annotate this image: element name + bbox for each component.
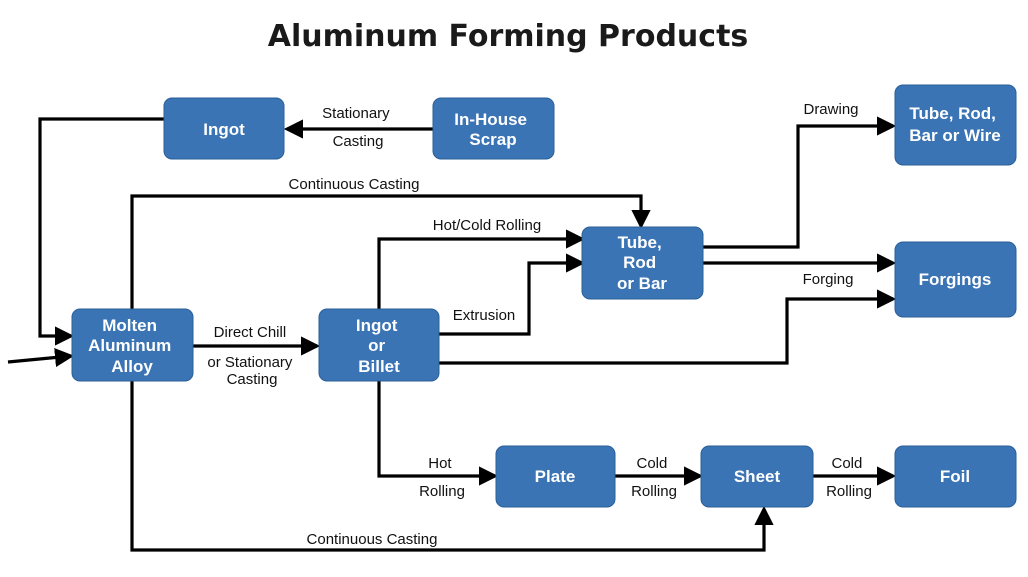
svg-text:In-House Scrap: In-House Scrap bbox=[454, 110, 531, 149]
svg-text:Ingot: Ingot bbox=[203, 120, 245, 139]
node-forgings: Forgings bbox=[894, 241, 1017, 318]
node-ingot-or-billet: Ingot or Billet bbox=[318, 308, 440, 382]
node-label: Tube, Rod, bbox=[909, 104, 996, 123]
node-label: Scrap bbox=[469, 130, 516, 149]
node-label: Alloy bbox=[111, 357, 153, 376]
node-label: In-House bbox=[454, 110, 527, 129]
svg-text:Foil: Foil bbox=[940, 467, 970, 486]
connector-continuous-casting-bottom bbox=[130, 381, 774, 552]
label-stationary-casting: Stationary Casting bbox=[322, 105, 394, 150]
node-ingot-top: Ingot bbox=[163, 97, 285, 160]
label-continuous-casting-bottom: Continuous Casting bbox=[307, 531, 438, 548]
node-label: or bbox=[368, 336, 385, 355]
label-direct-chill: Direct Chill or Stationary Casting bbox=[207, 324, 296, 388]
svg-text:Tube, Rod, Bar or Wire: Tube, Rod, Bar or Wire bbox=[909, 104, 1000, 145]
node-label: Ingot bbox=[203, 120, 245, 139]
connector-input-to-molten-alloy bbox=[7, 347, 75, 368]
connector-extrusion bbox=[439, 253, 586, 336]
svg-text:Molten Aluminum Al: Molten Aluminum Alloy bbox=[88, 316, 176, 376]
node-label: Sheet bbox=[734, 467, 781, 486]
diagram-title: Aluminum Forming Products bbox=[268, 19, 749, 54]
svg-text:Forgings: Forgings bbox=[919, 270, 992, 289]
node-label: Forgings bbox=[919, 270, 992, 289]
connector-drawing bbox=[703, 116, 897, 249]
label-forging: Forging bbox=[803, 271, 854, 288]
node-foil: Foil bbox=[894, 445, 1017, 508]
connectors bbox=[7, 116, 897, 552]
node-in-house-scrap: In-House Scrap bbox=[432, 97, 555, 160]
connector-hot-cold-rolling bbox=[377, 229, 586, 309]
node-label: Tube, bbox=[618, 233, 662, 252]
node-label: Ingot bbox=[356, 316, 398, 335]
connector-continuous-casting-top bbox=[130, 194, 651, 309]
node-plate: Plate bbox=[495, 445, 616, 508]
node-label: or Bar bbox=[617, 274, 667, 293]
svg-text:Tube, Rod or Bar: Tube, Rod or Bar bbox=[617, 233, 667, 293]
svg-text:Sheet: Sheet bbox=[734, 467, 781, 486]
label-cold-rolling-sheet-foil: Cold Rolling bbox=[826, 455, 872, 500]
node-sheet: Sheet bbox=[700, 445, 814, 508]
label-continuous-casting-top: Continuous Casting bbox=[289, 176, 420, 193]
connector-ingot-to-molten-alloy bbox=[38, 117, 164, 346]
node-molten-aluminum-alloy: Molten Aluminum Alloy bbox=[71, 308, 194, 382]
node-label: Plate bbox=[535, 467, 576, 486]
label-cold-rolling-plate-sheet: Cold Rolling bbox=[631, 455, 677, 500]
label-hot-rolling: Hot Rolling bbox=[419, 455, 465, 500]
node-label: Billet bbox=[358, 357, 400, 376]
node-label: Aluminum bbox=[88, 336, 171, 355]
node-tube-rod-bar-wire: Tube, Rod, Bar or Wire bbox=[894, 84, 1017, 166]
connector-billet-to-forgings bbox=[439, 289, 897, 365]
node-label: Molten bbox=[102, 316, 157, 335]
svg-text:Plate: Plate bbox=[535, 467, 576, 486]
node-label: Foil bbox=[940, 467, 970, 486]
label-hot-cold-rolling: Hot/Cold Rolling bbox=[433, 217, 541, 234]
label-drawing: Drawing bbox=[803, 101, 858, 118]
svg-text:Ingot or Billet: Ingot or Billet bbox=[356, 316, 402, 376]
node-label: Rod bbox=[623, 253, 656, 272]
label-extrusion: Extrusion bbox=[453, 307, 516, 324]
node-tube-rod-bar: Tube, Rod or Bar bbox=[581, 226, 704, 300]
connector-hot-rolling bbox=[377, 381, 499, 486]
node-label: Bar or Wire bbox=[909, 126, 1000, 145]
